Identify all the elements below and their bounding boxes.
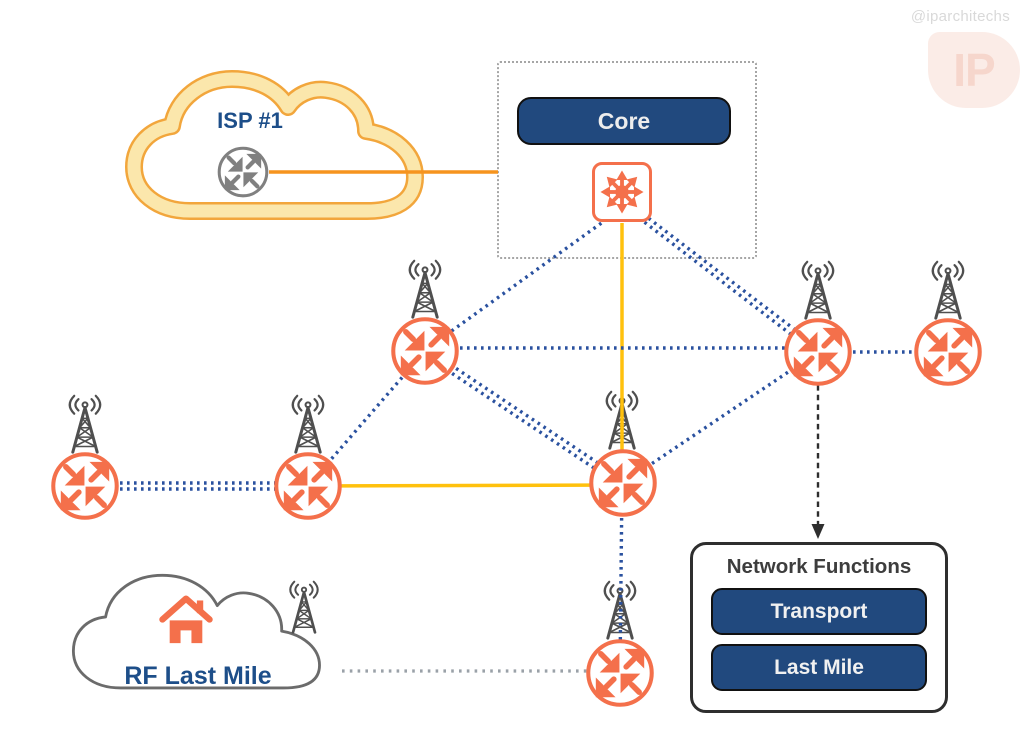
core-dotted-container	[497, 61, 757, 259]
router-node-4	[49, 450, 121, 522]
radio-tower-icon-7	[590, 580, 650, 640]
network-functions-title: Network Functions	[726, 555, 912, 578]
watermark-handle: @iparchitechs	[910, 8, 1010, 25]
radio-tower-icon-4	[55, 394, 115, 454]
isp-router-icon	[216, 145, 270, 199]
isp-cloud-label: ISP #1	[217, 108, 283, 133]
rf-cloud-label: RF Last Mile	[124, 662, 272, 690]
core-router-icon	[592, 162, 652, 222]
radio-tower-icon-2	[788, 260, 848, 320]
transport-label: Transport	[770, 599, 868, 623]
brand-logo-text: IP	[953, 44, 995, 96]
last-mile-pill: Last Mile	[711, 644, 927, 691]
radio-tower-icon-6	[592, 390, 652, 450]
core-label: Core	[597, 107, 651, 134]
isp-cloud	[125, 70, 424, 220]
link-tower5-tower6	[307, 483, 624, 488]
radio-tower-icon-3	[918, 260, 978, 320]
transport-pill: Transport	[711, 588, 927, 635]
arrowhead-network-functions	[811, 524, 825, 539]
radio-tower-icon-rf-cloud	[277, 575, 331, 639]
radio-tower-icon-5	[278, 394, 338, 454]
router-node-5	[272, 450, 344, 522]
isp-cloud-band	[127, 72, 422, 218]
router-node-7	[584, 637, 656, 709]
core-label-pill: Core	[517, 97, 731, 145]
house-icon	[157, 592, 215, 647]
router-node-1	[389, 315, 461, 387]
last-mile-label: Last Mile	[774, 655, 864, 679]
brand-logo: IP	[928, 32, 1020, 108]
router-node-2	[782, 316, 854, 388]
network-functions-box: Network Functions Transport Last Mile	[690, 542, 948, 713]
radio-tower-icon-1	[395, 259, 455, 319]
router-node-6	[587, 447, 659, 519]
starburst-icon	[599, 169, 645, 215]
router-node-3	[912, 316, 984, 388]
